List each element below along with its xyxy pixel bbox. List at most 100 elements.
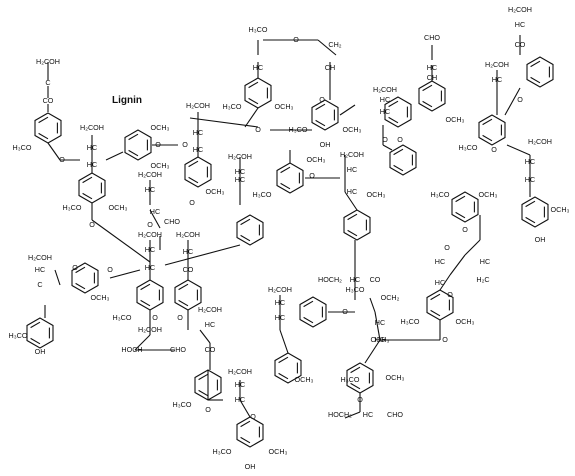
aromatic-ring-14: [451, 191, 479, 223]
group-label-ch2oh: H₂COH: [138, 170, 162, 179]
aromatic-ring-12-double-bond: [530, 60, 541, 68]
aromatic-ring-16-double-bond: [347, 229, 358, 237]
group-label-c-dash: C: [37, 280, 42, 289]
aromatic-ring-4: [184, 156, 212, 188]
bond-line: [339, 104, 356, 116]
group-label-ch: HC: [193, 128, 203, 137]
group-label-och3: OCH₃: [307, 155, 326, 164]
group-label-cho: CHO: [387, 410, 403, 419]
group-label-ch: HC: [145, 245, 155, 254]
bond-line: [134, 334, 151, 351]
aromatic-ring-25: [236, 416, 264, 448]
aromatic-ring-6: [311, 99, 339, 131]
group-label-ch: HC: [145, 263, 155, 272]
group-label-hc: HC: [150, 207, 160, 216]
aromatic-ring-15-double-bond: [525, 216, 536, 224]
aromatic-ring-11: [384, 96, 412, 128]
group-label-o: O: [293, 35, 299, 44]
group-label-h3co: H₃CO: [346, 285, 365, 294]
group-label-och3: OCH₃: [371, 335, 390, 344]
bond-line: [504, 87, 521, 116]
group-label-hc-eq: HC: [427, 63, 437, 72]
group-label-co-r: CO: [370, 275, 381, 284]
group-label-ch: HC: [480, 257, 490, 266]
bond-line: [164, 244, 241, 266]
aromatic-ring-6-double-bond: [315, 119, 326, 127]
group-label-o: O: [447, 290, 453, 299]
group-label-och3: OCH₃: [456, 317, 475, 326]
group-label-oh: OH: [535, 235, 546, 244]
group-label-h3co: H₃CO: [341, 375, 360, 384]
group-label-ch2oh: H₂COH: [228, 152, 252, 161]
group-label-och3: OCH₃: [109, 203, 128, 212]
aromatic-ring-3-double-bond: [128, 149, 139, 157]
group-label-ch: HC: [235, 175, 245, 184]
group-label-o: O: [462, 225, 468, 234]
aromatic-ring-18: [26, 317, 54, 349]
group-label-ch2oh: H₂COH: [508, 5, 532, 14]
group-label-oh: OH: [245, 462, 256, 471]
group-label-ch: HC: [35, 265, 45, 274]
aromatic-ring-22-double-bond: [278, 356, 289, 364]
group-label-oh: OH: [320, 140, 331, 149]
group-label-ch2oh: H₂COH: [176, 230, 200, 239]
group-label-ch: HC: [380, 95, 390, 104]
bond-line: [364, 339, 381, 364]
group-label-och3: OCH₃: [367, 190, 386, 199]
group-label-hc: HC: [350, 275, 360, 284]
aromatic-ring-22: [274, 352, 302, 384]
aromatic-ring-20-double-bond: [178, 299, 189, 307]
group-label-hc: HC: [253, 63, 263, 72]
group-label-h3co: H₃CO: [213, 447, 232, 456]
bond-line: [506, 144, 531, 156]
group-label-och3: OCH₃: [386, 373, 405, 382]
bond-line: [439, 274, 451, 291]
aromatic-ring-13-double-bond: [482, 134, 493, 142]
bond-line: [374, 311, 381, 341]
group-label-hc: HC: [435, 257, 445, 266]
group-label-o: O: [309, 171, 315, 180]
bond-line: [109, 269, 141, 279]
group-label-h3co: H₃CO: [63, 203, 82, 212]
aromatic-ring-10: [389, 144, 417, 176]
aromatic-ring-10-double-bond: [393, 148, 404, 156]
aromatic-ring-11-double-bond: [388, 116, 399, 124]
bond-line: [199, 329, 211, 344]
group-label-o: O: [444, 243, 450, 252]
group-label-ch2oh: H₂COH: [528, 137, 552, 146]
group-label-hc: HC: [205, 320, 215, 329]
group-label-ch: HC: [347, 165, 357, 174]
bond-line: [244, 107, 259, 128]
group-label-ch: HC: [347, 187, 357, 196]
group-label-hoch2: HOCH₂: [328, 410, 352, 419]
group-label-ch: HC: [275, 313, 285, 322]
group-label-co: CO: [183, 265, 194, 274]
aromatic-ring-17: [71, 262, 99, 294]
aromatic-ring-26-double-bond: [430, 309, 441, 317]
aromatic-ring-18-double-bond: [30, 337, 41, 345]
group-label-o: O: [72, 263, 78, 272]
aromatic-ring-21-double-bond: [303, 316, 314, 324]
aromatic-ring-18-double-bond: [30, 321, 41, 329]
group-label-ch: HC: [275, 298, 285, 307]
bond-line: [239, 399, 251, 418]
aromatic-ring-21-double-bond: [303, 300, 314, 308]
group-label-ch2oh: H₂COH: [268, 285, 292, 294]
group-label-h3co: H₃CO: [401, 317, 420, 326]
aromatic-ring-19-double-bond: [140, 299, 151, 307]
aromatic-ring-10-double-bond: [393, 164, 404, 172]
group-label-o: O: [182, 140, 188, 149]
aromatic-ring-23-double-bond: [198, 373, 209, 381]
group-label-ch: HC: [235, 380, 245, 389]
group-label-hoch2: HOCH₂: [318, 275, 342, 284]
group-label-o: O: [89, 220, 95, 229]
group-label-ch: HC: [525, 157, 535, 166]
aromatic-ring-7: [276, 162, 304, 194]
bond-line: [54, 269, 61, 286]
group-label-o: O: [319, 95, 325, 104]
aromatic-ring-5-double-bond: [248, 81, 259, 89]
group-label-cho: CHO: [424, 33, 440, 42]
group-label-o: O: [491, 145, 497, 154]
bond-line: [449, 254, 466, 276]
